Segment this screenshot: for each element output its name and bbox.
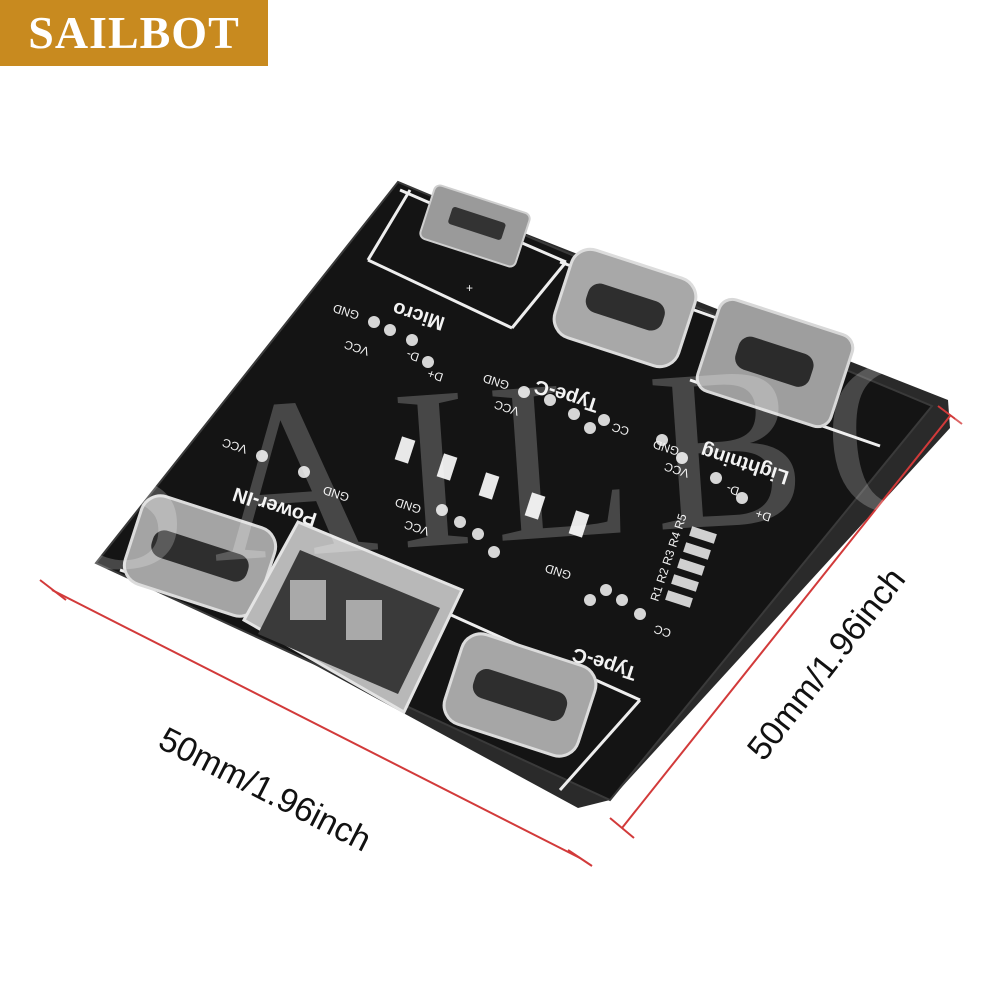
micro-usb-port [419, 184, 531, 268]
test-pads [256, 316, 748, 620]
brand-logo: SAILBOT [0, 0, 268, 66]
resistor-label-r3: R3 [660, 548, 678, 567]
pin-dminus-lightning: D- [725, 481, 741, 498]
pin-dplus-micro: D+ [426, 366, 445, 384]
lightning-port [695, 297, 855, 429]
resistor-label-r5: R5 [672, 512, 690, 531]
resistor-label-r2: R2 [654, 566, 672, 585]
power-in-type-c-port [122, 494, 278, 618]
resistor-array [665, 526, 717, 608]
resistor-label-r1: R1 [648, 584, 666, 603]
usb-a-port [241, 520, 465, 715]
width-dimension [39, 579, 593, 867]
type-c-top-port [552, 247, 698, 369]
micro-plus-mark: + [466, 281, 473, 295]
pin-cc-typec-bottom: CC [652, 622, 673, 641]
led-indicators [394, 436, 590, 538]
resistor-label-r4: R4 [666, 530, 684, 549]
pin-dplus-lightning: D+ [754, 506, 773, 524]
type-c-bottom-port [442, 632, 598, 758]
height-dimension [609, 405, 963, 839]
pin-cc-typec-top: CC [610, 420, 631, 439]
pin-dminus-micro: D- [405, 347, 421, 364]
